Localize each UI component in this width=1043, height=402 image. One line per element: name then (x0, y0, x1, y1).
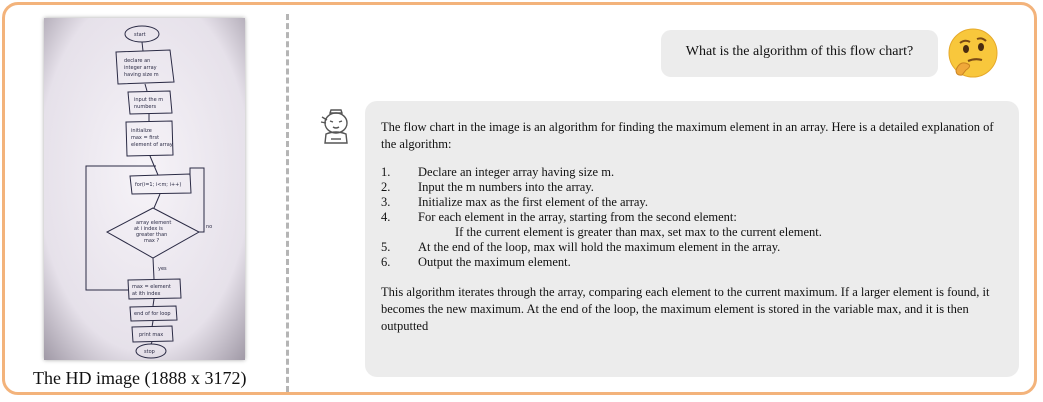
flowchart-photo: start declare an integer array having si… (44, 18, 245, 360)
step-item: 2.Input the m numbers into the array. (381, 180, 594, 194)
svg-text:greater than: greater than (136, 232, 167, 238)
svg-text:end of for loop: end of for loop (134, 311, 171, 317)
svg-text:input the m: input the m (134, 97, 163, 103)
step-item: 1.Declare an integer array having size m… (381, 165, 615, 179)
svg-text:at i index is: at i index is (134, 226, 163, 232)
step-item: 5.At the end of the loop, max will hold … (381, 240, 781, 254)
svg-text:max = first: max = first (131, 135, 159, 141)
svg-text:initialize: initialize (131, 128, 152, 134)
step-item: 3.Initialize max as the first element of… (381, 195, 648, 209)
svg-text:start: start (134, 32, 146, 38)
step-item: 4.For each element in the array, startin… (381, 210, 737, 224)
step-item: 6.Output the maximum element. (381, 255, 571, 269)
user-message-bubble: What is the algorithm of this flow chart… (661, 30, 938, 77)
assistant-outro: This algorithm iterates through the arra… (381, 285, 990, 333)
svg-text:integer array: integer array (124, 65, 157, 71)
svg-text:yes: yes (158, 266, 167, 272)
svg-text:max ?: max ? (144, 238, 159, 244)
svg-text:numbers: numbers (134, 104, 157, 110)
svg-text:max = element: max = element (132, 284, 171, 290)
column-divider (286, 14, 289, 392)
thinking-face-icon (946, 26, 1000, 80)
assistant-avatar-icon (314, 103, 358, 147)
figure-frame (2, 2, 1037, 395)
step-subitem: If the current element is greater than m… (455, 225, 822, 239)
svg-text:for(i=1; i<m; i++): for(i=1; i<m; i++) (135, 182, 181, 188)
assistant-message-bubble: The flow chart in the image is an algori… (365, 101, 1019, 377)
svg-text:at ith index: at ith index (132, 291, 160, 297)
svg-text:declare an: declare an (124, 58, 150, 64)
svg-text:having size m: having size m (124, 72, 159, 78)
svg-text:array element: array element (136, 220, 171, 226)
assistant-intro: The flow chart in the image is an algori… (381, 120, 994, 151)
svg-text:element of array: element of array (131, 142, 173, 148)
svg-text:print max: print max (139, 332, 163, 338)
svg-text:stop: stop (144, 349, 155, 355)
algorithm-steps: 1.Declare an integer array having size m… (381, 165, 1003, 270)
svg-text:no: no (206, 224, 212, 230)
image-caption: The HD image (1888 x 3172) (33, 368, 247, 388)
